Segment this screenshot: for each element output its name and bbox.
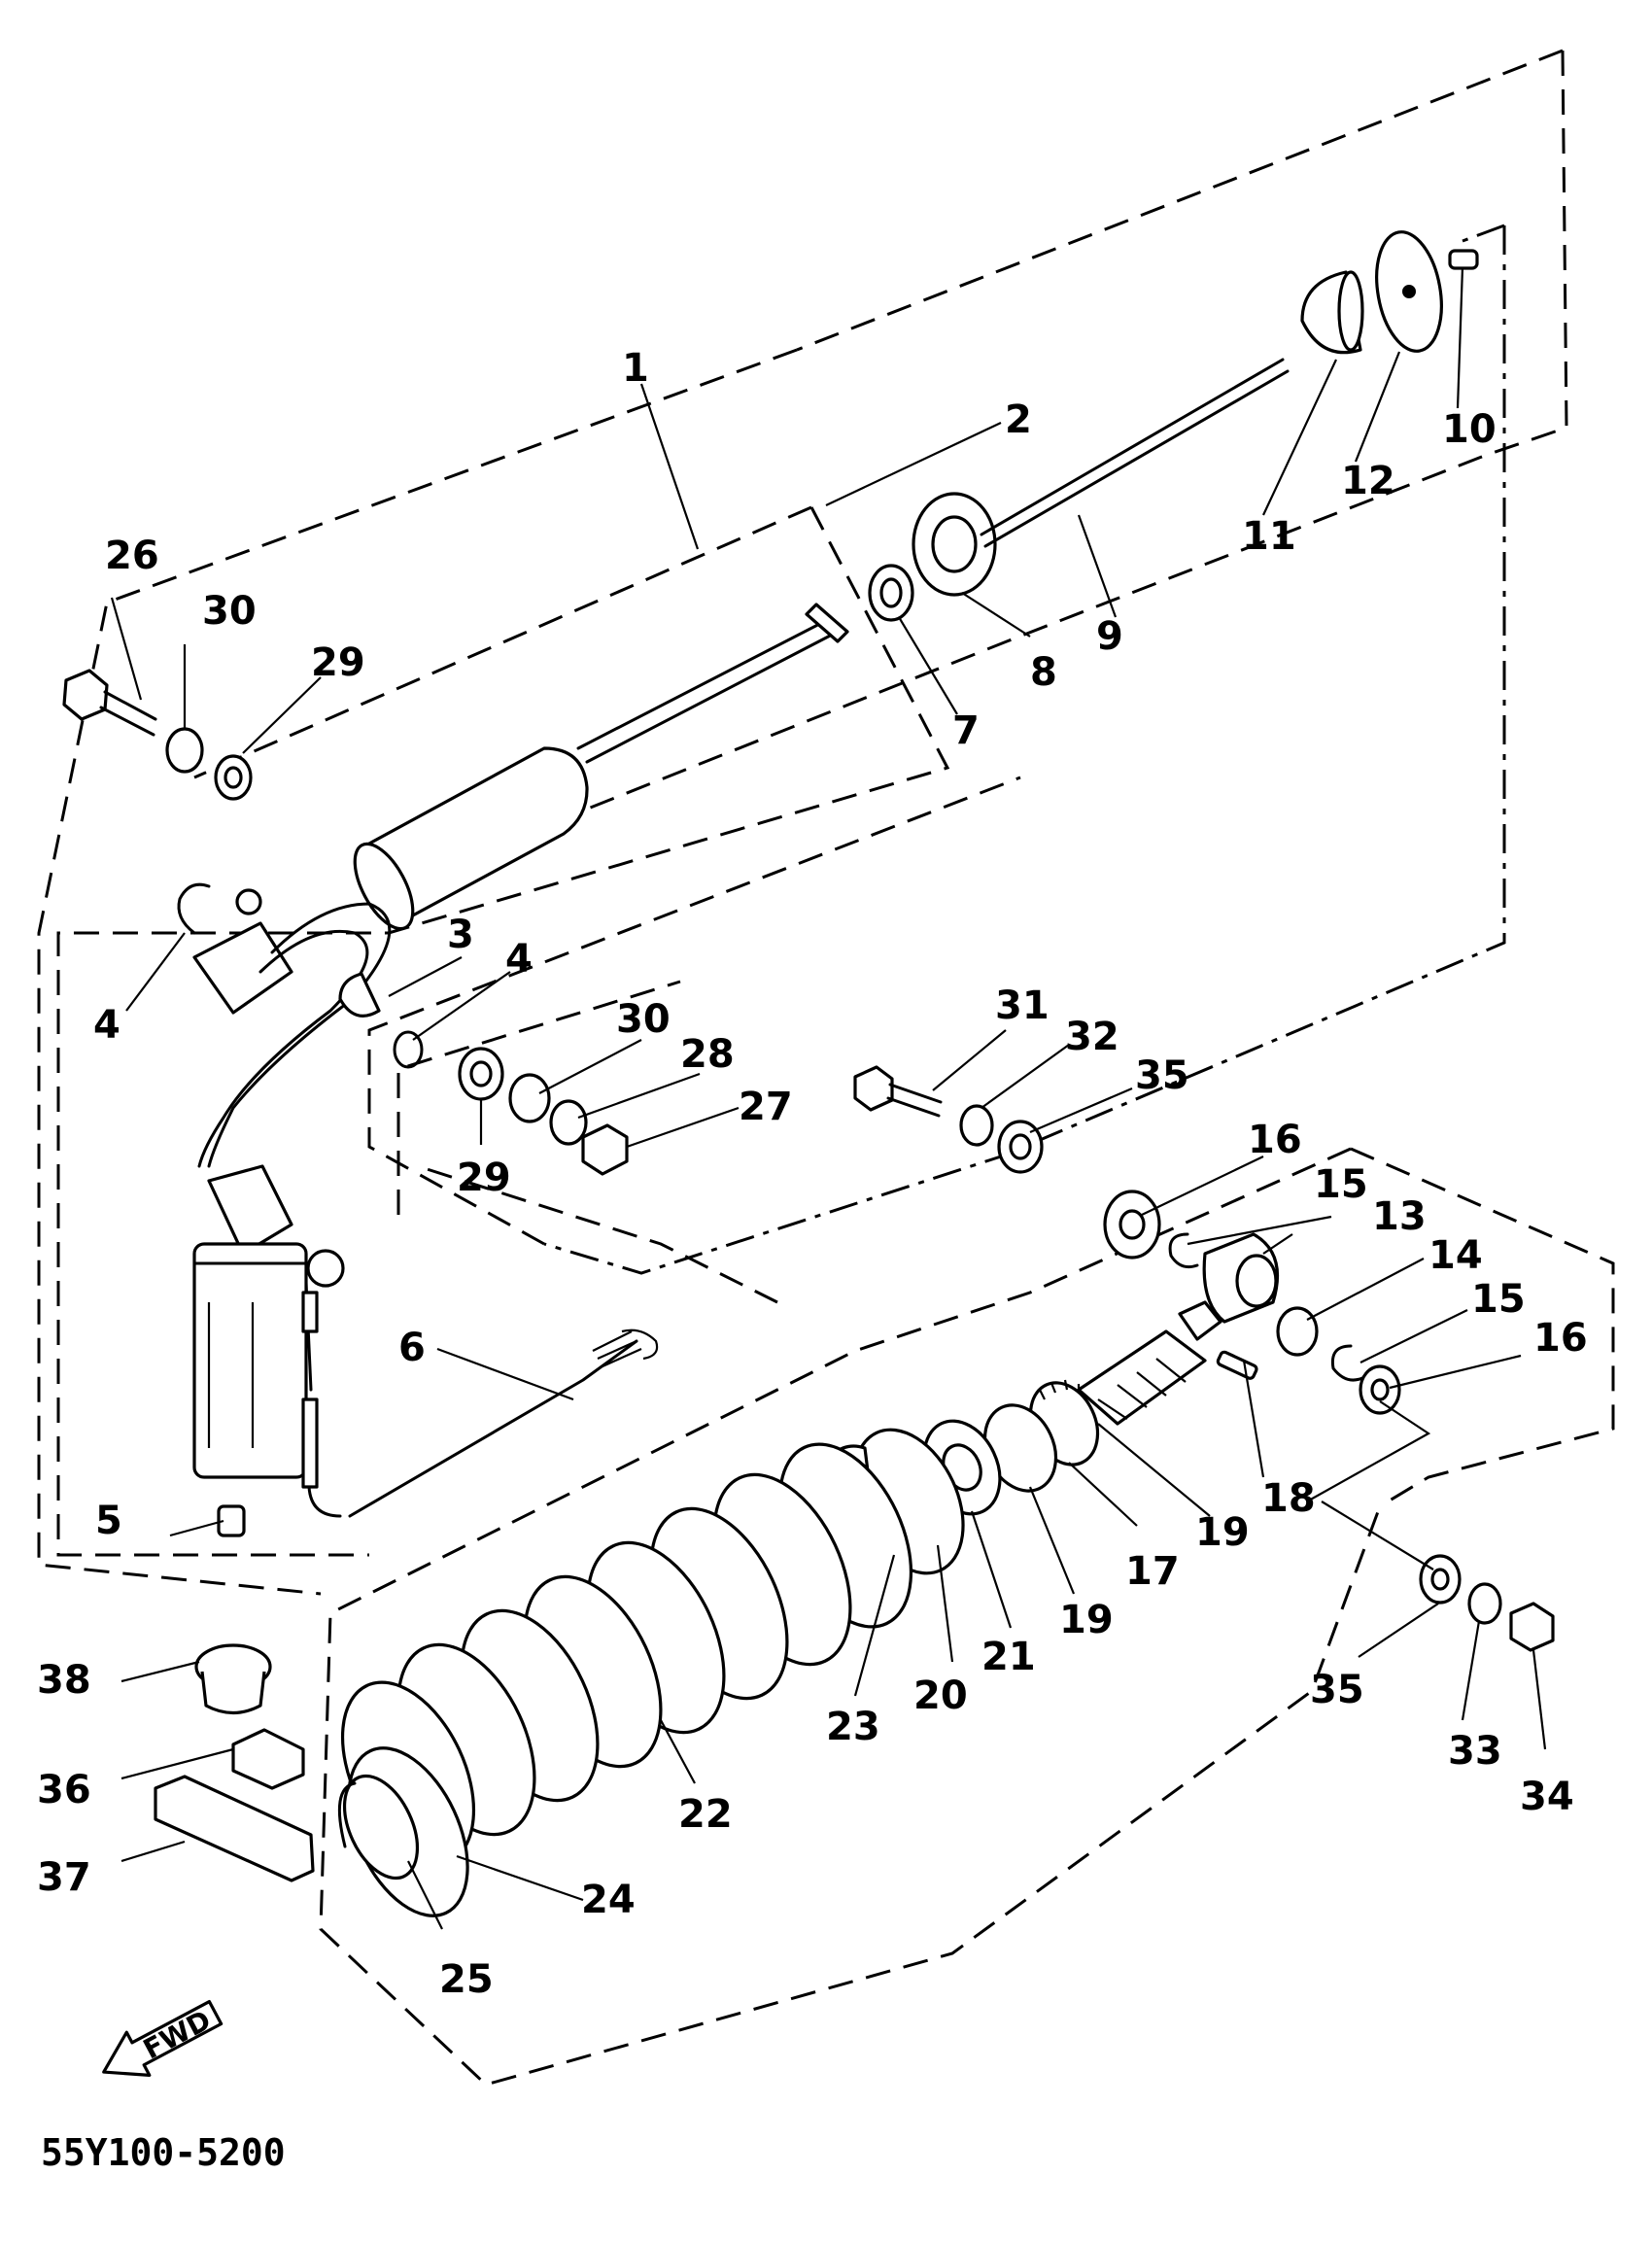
- label-part-21: 21: [981, 1635, 1036, 1679]
- label-part-38: 38: [37, 1658, 91, 1703]
- part-16-bearing-top: [1103, 1190, 1161, 1260]
- part-36-clip: [231, 1728, 305, 1790]
- part-5-valve-cap: [217, 1504, 246, 1537]
- part-9-shaft: [980, 358, 1290, 548]
- label-part-4-right: 4: [505, 937, 533, 982]
- part-37-bracket: [154, 1775, 315, 1882]
- label-part-32: 32: [1065, 1015, 1119, 1059]
- label-part-19-left: 19: [1059, 1598, 1114, 1642]
- part-34-nut: [1509, 1602, 1555, 1652]
- part-4-circlip-left: [177, 882, 211, 935]
- label-part-35-bottom: 35: [1310, 1668, 1364, 1712]
- part-15-clip-bottom: [1330, 1344, 1364, 1382]
- shock-absorber-body: [192, 603, 849, 1518]
- part-4-circlip-right: [393, 1030, 424, 1069]
- label-part-20: 20: [913, 1674, 968, 1718]
- adjuster-cable: [348, 1329, 659, 1518]
- part-35-collar-bottom: [1419, 1554, 1462, 1605]
- label-part-29-bottom: 29: [457, 1156, 511, 1200]
- label-part-31: 31: [995, 983, 1050, 1028]
- label-part-33: 33: [1448, 1729, 1502, 1774]
- part-32-washer: [959, 1104, 994, 1147]
- label-part-27: 27: [739, 1085, 793, 1129]
- label-part-4-left: 4: [93, 1003, 120, 1048]
- label-part-11: 11: [1242, 514, 1296, 559]
- label-part-18: 18: [1261, 1476, 1316, 1521]
- label-part-2: 2: [1005, 397, 1032, 442]
- label-part-29-top: 29: [311, 640, 365, 685]
- part-26-bolt: [62, 669, 157, 737]
- part-7-seal: [868, 564, 914, 622]
- fwd-label: FWD: [138, 2004, 216, 2066]
- diagram-code: 55Y100-5200: [41, 2131, 286, 2174]
- part-16-bearing-bottom: [1359, 1364, 1401, 1415]
- fwd-arrow: FWD: [102, 1999, 224, 2077]
- part-8-bearing: [912, 492, 997, 597]
- shock-assembly-boundary: [56, 505, 950, 1557]
- label-part-10: 10: [1442, 407, 1497, 452]
- outer-dashed-boundary: [37, 49, 1568, 1596]
- part-31-bolt: [853, 1065, 943, 1118]
- label-part-25: 25: [439, 1957, 494, 2002]
- part-29-spacer-upper: [214, 754, 253, 801]
- label-part-26: 26: [105, 534, 159, 578]
- part-30-collar-upper: [165, 727, 204, 774]
- label-part-3: 3: [447, 913, 474, 957]
- label-part-37: 37: [37, 1855, 91, 1900]
- part-3-bushing: [338, 972, 381, 1018]
- part-10-pin: [1448, 249, 1479, 270]
- label-part-30-bottom: 30: [616, 997, 671, 1042]
- part-25-retaining-ring: [337, 1774, 420, 1881]
- part-11-bushing: [1300, 270, 1364, 355]
- label-part-23: 23: [826, 1705, 880, 1749]
- label-part-16-top: 16: [1248, 1118, 1302, 1162]
- label-part-12: 12: [1341, 459, 1395, 503]
- part-38-cap: [194, 1643, 272, 1715]
- label-part-14: 14: [1428, 1233, 1483, 1278]
- part-14-spacer: [1276, 1306, 1319, 1357]
- label-part-6: 6: [398, 1326, 426, 1370]
- part-18-pin: [1216, 1350, 1258, 1380]
- label-part-35-top: 35: [1135, 1053, 1189, 1098]
- label-part-1: 1: [622, 346, 649, 391]
- part-33-washer: [1467, 1582, 1502, 1625]
- label-part-9: 9: [1096, 614, 1123, 659]
- label-part-22: 22: [678, 1792, 733, 1837]
- label-part-24: 24: [581, 1878, 636, 1922]
- upper-mount-boundary: [543, 224, 1506, 1275]
- part-13-clevis: [1202, 1232, 1280, 1324]
- lower-fastener-boundary: [367, 776, 1021, 1304]
- label-part-17: 17: [1125, 1549, 1180, 1594]
- label-part-5: 5: [95, 1499, 122, 1543]
- label-part-15-top: 15: [1314, 1162, 1368, 1207]
- label-part-16-bottom: 16: [1533, 1316, 1588, 1361]
- spring-assembly-boundary: [319, 1147, 1615, 2087]
- label-part-30-top: 30: [202, 589, 257, 634]
- label-part-19-right: 19: [1195, 1510, 1250, 1555]
- part-labels: 1 2 3 4 4 5 6 7 8 9 10 11 12 13 14 15 15…: [37, 346, 1588, 2002]
- label-part-36: 36: [37, 1768, 91, 1812]
- part-15-clip-top: [1168, 1232, 1199, 1269]
- part-35-collar-top: [997, 1120, 1044, 1174]
- label-part-7: 7: [952, 708, 980, 753]
- part-12-plate: [1375, 230, 1443, 353]
- leader-lines: [110, 266, 1547, 1930]
- label-part-28: 28: [680, 1032, 735, 1077]
- label-part-8: 8: [1030, 650, 1057, 695]
- label-part-13: 13: [1372, 1194, 1427, 1239]
- damper-shaft-threads: [1077, 1300, 1222, 1426]
- label-part-34: 34: [1520, 1775, 1574, 1819]
- part-22-coil-spring: [340, 1442, 913, 1867]
- label-part-15-bottom: 15: [1471, 1277, 1526, 1322]
